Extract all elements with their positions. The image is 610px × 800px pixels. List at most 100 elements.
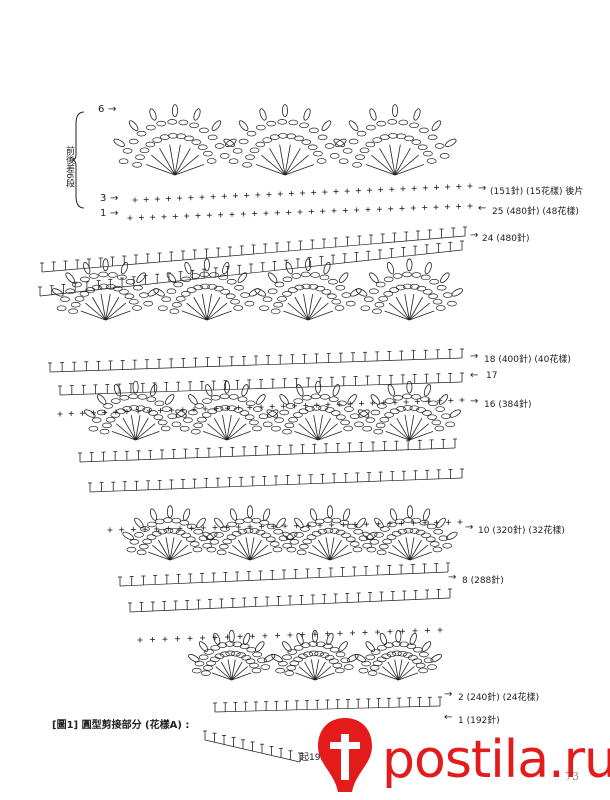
chain-stitch [139, 292, 149, 298]
chain-stitch [376, 120, 387, 127]
petal-stitch [279, 394, 289, 405]
chain-stitch [116, 408, 126, 415]
fan-spoke [409, 296, 423, 321]
chain-stitch [237, 396, 248, 402]
petal-stitch [120, 262, 129, 275]
fan-spoke [255, 164, 286, 176]
petal-stitch [246, 505, 253, 519]
chain-stitch [433, 529, 444, 535]
fan-spoke [135, 430, 160, 441]
chain-stitch [197, 144, 208, 151]
petal-stitch [356, 517, 366, 529]
chain-stitch [134, 532, 144, 538]
fan-spoke [238, 539, 251, 561]
chain-stitch [171, 421, 182, 428]
row-number-1-top: 1 [100, 208, 107, 219]
chain-stitch [403, 527, 414, 534]
chain-stitch [118, 158, 129, 164]
fan-spoke [151, 154, 176, 176]
chain-stitch [143, 300, 154, 307]
chain-stitch [148, 410, 159, 416]
chain-stitch [178, 119, 189, 126]
petal-stitch [113, 384, 122, 397]
chain-stitch [369, 539, 380, 545]
chain-stitch [219, 153, 230, 159]
chain-stitch [321, 289, 332, 295]
chain-stitch [172, 301, 182, 308]
chain-stitch [415, 662, 426, 669]
chain-stitch [255, 529, 266, 536]
petal-stitch [188, 653, 200, 663]
chain-stitch [252, 425, 262, 432]
row-label-16: 16 (384針) [484, 400, 532, 410]
fan-spoke [388, 302, 410, 321]
chain-stitch [379, 416, 390, 423]
chain-stitch [375, 281, 386, 288]
chain-stitch [323, 527, 334, 534]
arrow-left-icon: ← [478, 203, 487, 214]
postila-logo-icon [318, 718, 372, 792]
fan-spoke [307, 302, 329, 321]
chain-stitch [132, 162, 142, 168]
fan-spoke [408, 293, 415, 321]
chain-stitch [185, 536, 196, 542]
row-label-8: 8 (288針) [462, 576, 504, 586]
fan-spoke [92, 296, 106, 321]
chain-stitch [349, 413, 360, 419]
petal-stitch [214, 517, 224, 529]
chain-stitch [284, 670, 295, 676]
chain-stitch [384, 642, 394, 648]
chain-stitch [434, 425, 445, 432]
chain-stitch [220, 289, 231, 295]
fan-spoke [284, 164, 315, 176]
petal-stitch [65, 272, 75, 284]
chain-stitch [146, 396, 157, 402]
fan-spoke [122, 417, 136, 441]
petal-stitch [413, 108, 421, 121]
fan-spoke [100, 293, 107, 321]
fan-spoke [105, 310, 131, 321]
fan-spoke [245, 537, 251, 561]
petal-stitch [369, 272, 379, 284]
chain-stitch [392, 273, 403, 279]
fan-spoke [298, 666, 316, 681]
petal-stitch [357, 409, 370, 418]
chain-stitch [404, 135, 414, 142]
petal-stitch [409, 632, 417, 646]
petal-stitch [406, 380, 413, 394]
petal-stitch [237, 272, 248, 284]
fan-spoke [298, 423, 319, 441]
row-label-back: (151針) (15花樣) 後片 [490, 187, 584, 197]
chain-stitch [335, 529, 346, 536]
chain-stitch [168, 133, 178, 139]
petal-stitch [358, 409, 370, 418]
arrow-right-icon: → [110, 208, 119, 219]
fan-spoke [115, 423, 136, 441]
chain-stitch [259, 520, 270, 526]
chain-stitch [214, 653, 225, 660]
fan-spoke [220, 661, 233, 681]
chain-stitch [246, 646, 257, 653]
chain-stitch [74, 296, 85, 302]
chain-stitch [409, 122, 419, 129]
chain-stitch [397, 650, 408, 657]
fan-spoke [202, 430, 228, 441]
chain-stitch [181, 532, 191, 539]
chain-stitch [337, 400, 347, 407]
chain-stitch [193, 529, 204, 535]
chain-stitch [239, 410, 250, 416]
chain-stitch [396, 406, 406, 412]
fan-spoke [211, 672, 232, 681]
chain-stitch [300, 271, 311, 278]
side-brace [72, 111, 85, 209]
fan-spoke [409, 430, 434, 441]
chain-stitch [324, 143, 335, 149]
petal-stitch [449, 409, 461, 418]
fan-spoke [145, 164, 176, 176]
petal-stitch [153, 288, 165, 297]
chain-stitch [387, 119, 398, 125]
petal-stitch [282, 531, 294, 541]
fan-spoke [249, 539, 262, 561]
chain-stitch [136, 549, 147, 556]
fan-spoke [169, 537, 175, 561]
